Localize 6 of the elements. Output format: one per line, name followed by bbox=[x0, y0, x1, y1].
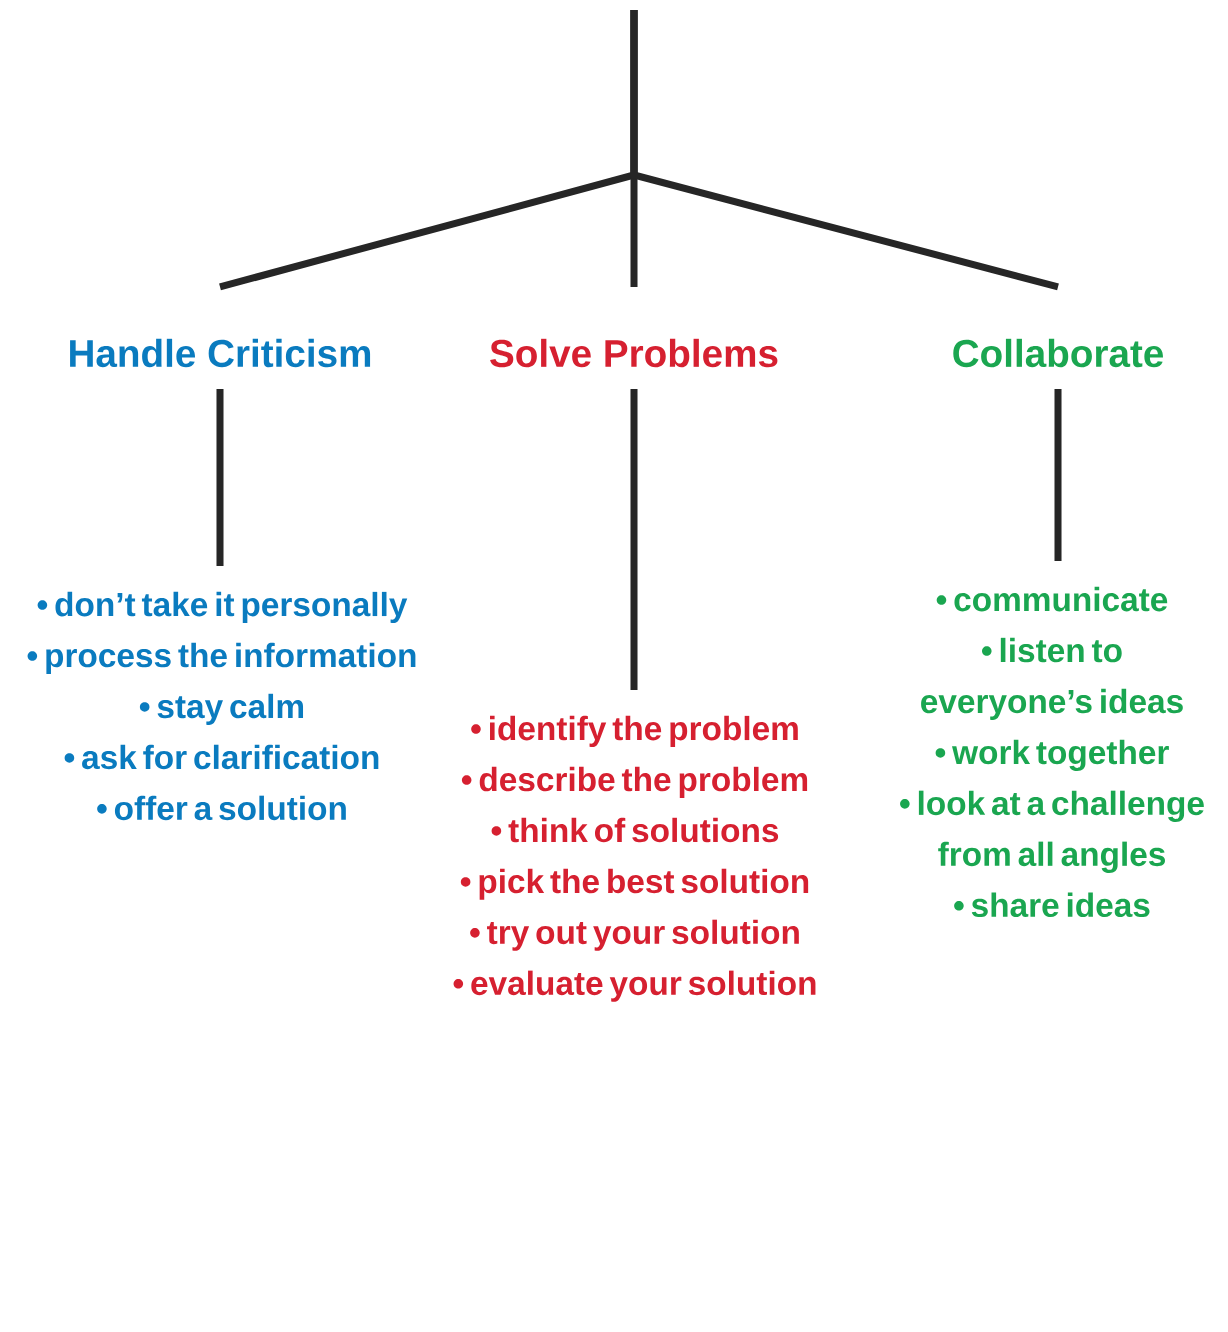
heading: Solve Problems bbox=[490, 338, 778, 368]
bullet-list: • communicate • listen to everyone’s ideas • work together • look at a challenge from all angles • share ideas bbox=[900, 586, 1204, 918]
heading: Handle Criticism bbox=[70, 338, 371, 368]
bullet-list: • identify the problem • describe the problem • think of solutions • pick the best solution • try out your solution • evaluate your solution bbox=[453, 715, 816, 1002]
bullet-list: • don’t take it personally • process the information • stay calm • ask for clarification • offer a solution bbox=[27, 591, 416, 821]
heading: Collaborate bbox=[953, 338, 1163, 368]
